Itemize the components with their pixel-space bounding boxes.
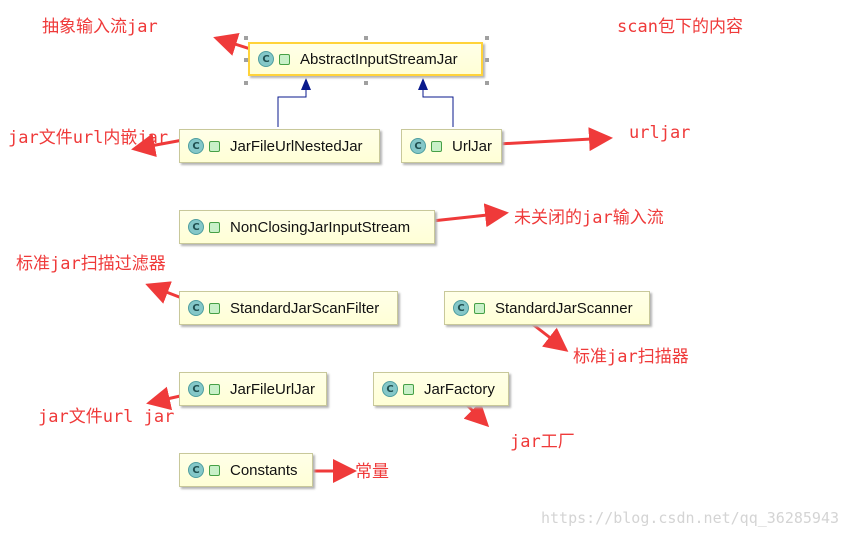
annotation-jar-file-url-nested-jar: jar文件url内嵌jar <box>8 128 169 148</box>
annotation-standard-jar-scan-filter: 标准jar扫描过滤器 <box>16 254 166 274</box>
class-node-non-closing-jar-input-stream[interactable]: C NonClosingJarInputStream <box>179 210 435 244</box>
selection-handle[interactable] <box>244 58 248 62</box>
selection-handle[interactable] <box>485 58 489 62</box>
annotation-standard-jar-scanner: 标准jar扫描器 <box>573 347 689 367</box>
class-icon: C <box>188 219 204 235</box>
class-icon: C <box>410 138 426 154</box>
annotation-package-contents: scan包下的内容 <box>617 17 743 37</box>
class-node-constants[interactable]: C Constants <box>179 453 313 487</box>
lock-icon <box>209 464 220 476</box>
annotation-abstract-input-stream-jar: 抽象输入流jar <box>42 17 158 37</box>
class-icon: C <box>188 300 204 316</box>
lock-icon <box>209 302 220 314</box>
lock-icon <box>209 221 220 233</box>
class-icon: C <box>188 138 204 154</box>
class-node-jar-factory[interactable]: C JarFactory <box>373 372 509 406</box>
annotation-arrow <box>431 203 509 228</box>
inheritance-edge <box>277 78 311 127</box>
annotation-arrow <box>497 127 613 152</box>
class-name: StandardJarScanner <box>495 299 633 317</box>
class-name: NonClosingJarInputStream <box>230 218 411 236</box>
selection-handle[interactable] <box>364 81 368 85</box>
class-icon: C <box>188 462 204 478</box>
class-name: AbstractInputStreamJar <box>300 50 458 68</box>
annotation-jar-file-url-jar: jar文件url jar <box>38 407 175 427</box>
lock-icon <box>209 383 220 395</box>
lock-icon <box>209 140 220 152</box>
class-node-url-jar[interactable]: C UrlJar <box>401 129 502 163</box>
class-name: Constants <box>230 461 298 479</box>
class-node-standard-jar-scan-filter[interactable]: C StandardJarScanFilter <box>179 291 398 325</box>
class-node-jar-file-url-jar[interactable]: C JarFileUrlJar <box>179 372 327 406</box>
selection-handle[interactable] <box>485 36 489 40</box>
annotation-arrow <box>131 133 184 158</box>
class-icon: C <box>188 381 204 397</box>
annotation-url-jar: urljar <box>629 123 691 143</box>
class-icon: C <box>453 300 469 316</box>
lock-icon <box>403 383 414 395</box>
selection-handle[interactable] <box>485 81 489 85</box>
class-name: JarFactory <box>424 380 495 398</box>
watermark: https://blog.csdn.net/qq_36285943 <box>540 509 839 527</box>
class-name: StandardJarScanFilter <box>230 299 380 317</box>
lock-icon <box>279 53 290 65</box>
class-icon: C <box>258 51 274 67</box>
lock-icon <box>474 302 485 314</box>
class-name: JarFileUrlJar <box>230 380 316 398</box>
class-node-standard-jar-scanner[interactable]: C StandardJarScanner <box>444 291 650 325</box>
selection-handle[interactable] <box>364 36 368 40</box>
class-name: JarFileUrlNestedJar <box>230 137 363 155</box>
annotation-constants: 常量 <box>355 462 389 482</box>
selection-handle[interactable] <box>244 36 248 40</box>
inheritance-edge <box>418 78 454 127</box>
class-icon: C <box>382 381 398 397</box>
annotation-jar-factory: jar工厂 <box>510 432 575 452</box>
selection-handle[interactable] <box>244 81 248 85</box>
lock-icon <box>431 140 442 152</box>
annotation-non-closing-jar-input-stream: 未关闭的jar输入流 <box>514 208 664 228</box>
class-name: UrlJar <box>452 137 492 155</box>
class-node-abstract-input-stream-jar[interactable]: C AbstractInputStreamJar <box>248 42 483 76</box>
class-node-jar-file-url-nested-jar[interactable]: C JarFileUrlNestedJar <box>179 129 380 163</box>
